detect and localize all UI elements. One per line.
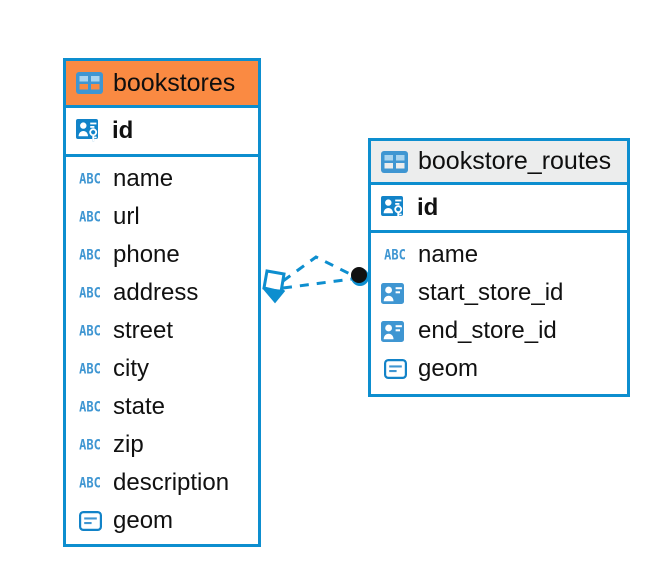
text-type-icon: ABC <box>79 284 101 302</box>
entity-bookstores[interactable]: bookstores <box>63 58 261 547</box>
text-type-icon: ABC <box>79 360 101 378</box>
field-label: address <box>113 279 199 306</box>
table-icon <box>76 72 103 94</box>
text-type-icon: ABC <box>79 398 101 416</box>
filled-circle-marker <box>351 267 369 286</box>
foreign-key-icon <box>381 320 409 342</box>
field-row-geom[interactable]: geom <box>371 350 627 388</box>
text-type-icon: ABC <box>79 170 101 188</box>
field-row-zip[interactable]: ABC zip <box>66 426 258 464</box>
field-label: geom <box>113 507 174 534</box>
entity-header-bookstores[interactable]: bookstores <box>66 61 258 108</box>
field-label: zip <box>113 431 144 458</box>
field-label: id <box>417 193 439 221</box>
entity-fields-bookstores: ABC name ABC url ABC phone ABC address A… <box>66 157 258 540</box>
foreign-key-icon <box>381 282 409 304</box>
primary-key-icon <box>76 119 103 143</box>
field-label: city <box>113 355 149 382</box>
field-row-address[interactable]: ABC address <box>66 274 258 312</box>
text-type-icon: ABC <box>79 474 101 492</box>
field-label: phone <box>113 241 180 268</box>
text-type-icon: ABC <box>79 322 101 340</box>
primary-key-icon <box>381 195 408 220</box>
field-row-id[interactable]: id <box>371 185 627 230</box>
entity-title: bookstores <box>113 68 236 97</box>
relationship-line-lower <box>282 277 353 290</box>
text-type-icon: ABC <box>79 246 101 264</box>
text-type-icon: ABC <box>384 246 406 264</box>
entity-primary-key-section: id <box>371 185 627 233</box>
field-label: description <box>113 469 230 496</box>
relationship-line-upper <box>282 255 353 283</box>
open-diamond-marker <box>262 269 286 304</box>
entity-header-bookstore-routes[interactable]: bookstore_routes <box>371 141 627 185</box>
field-row-street[interactable]: ABC street <box>66 312 258 350</box>
table-icon <box>381 150 408 173</box>
field-label: name <box>113 165 174 192</box>
entity-title: bookstore_routes <box>418 147 612 175</box>
field-row-name[interactable]: ABC name <box>66 160 258 198</box>
text-type-icon: ABC <box>79 208 101 226</box>
geometry-type-icon <box>76 511 104 531</box>
field-row-id[interactable]: id <box>66 108 258 154</box>
field-label: end_store_id <box>418 317 557 344</box>
field-label: url <box>113 203 140 230</box>
field-row-phone[interactable]: ABC phone <box>66 236 258 274</box>
entity-fields-bookstore-routes: ABC name start_store_id <box>371 233 627 388</box>
geometry-type-icon <box>381 359 409 379</box>
field-row-city[interactable]: ABC city <box>66 350 258 388</box>
entity-primary-key-section: id <box>66 108 258 157</box>
field-label: start_store_id <box>418 279 564 306</box>
field-row-state[interactable]: ABC state <box>66 388 258 426</box>
field-label: geom <box>418 355 479 382</box>
field-row-start-store-id[interactable]: start_store_id <box>371 274 627 312</box>
text-type-icon: ABC <box>79 436 101 454</box>
field-row-geom[interactable]: geom <box>66 502 258 540</box>
entity-bookstore-routes[interactable]: bookstore_routes <box>368 138 630 397</box>
field-row-end-store-id[interactable]: end_store_id <box>371 312 627 350</box>
field-label: street <box>113 317 174 344</box>
field-row-url[interactable]: ABC url <box>66 198 258 236</box>
field-label: state <box>113 393 166 420</box>
field-label: id <box>112 117 134 144</box>
field-label: name <box>418 241 479 268</box>
field-row-name[interactable]: ABC name <box>371 236 627 274</box>
field-row-description[interactable]: ABC description <box>66 464 258 502</box>
